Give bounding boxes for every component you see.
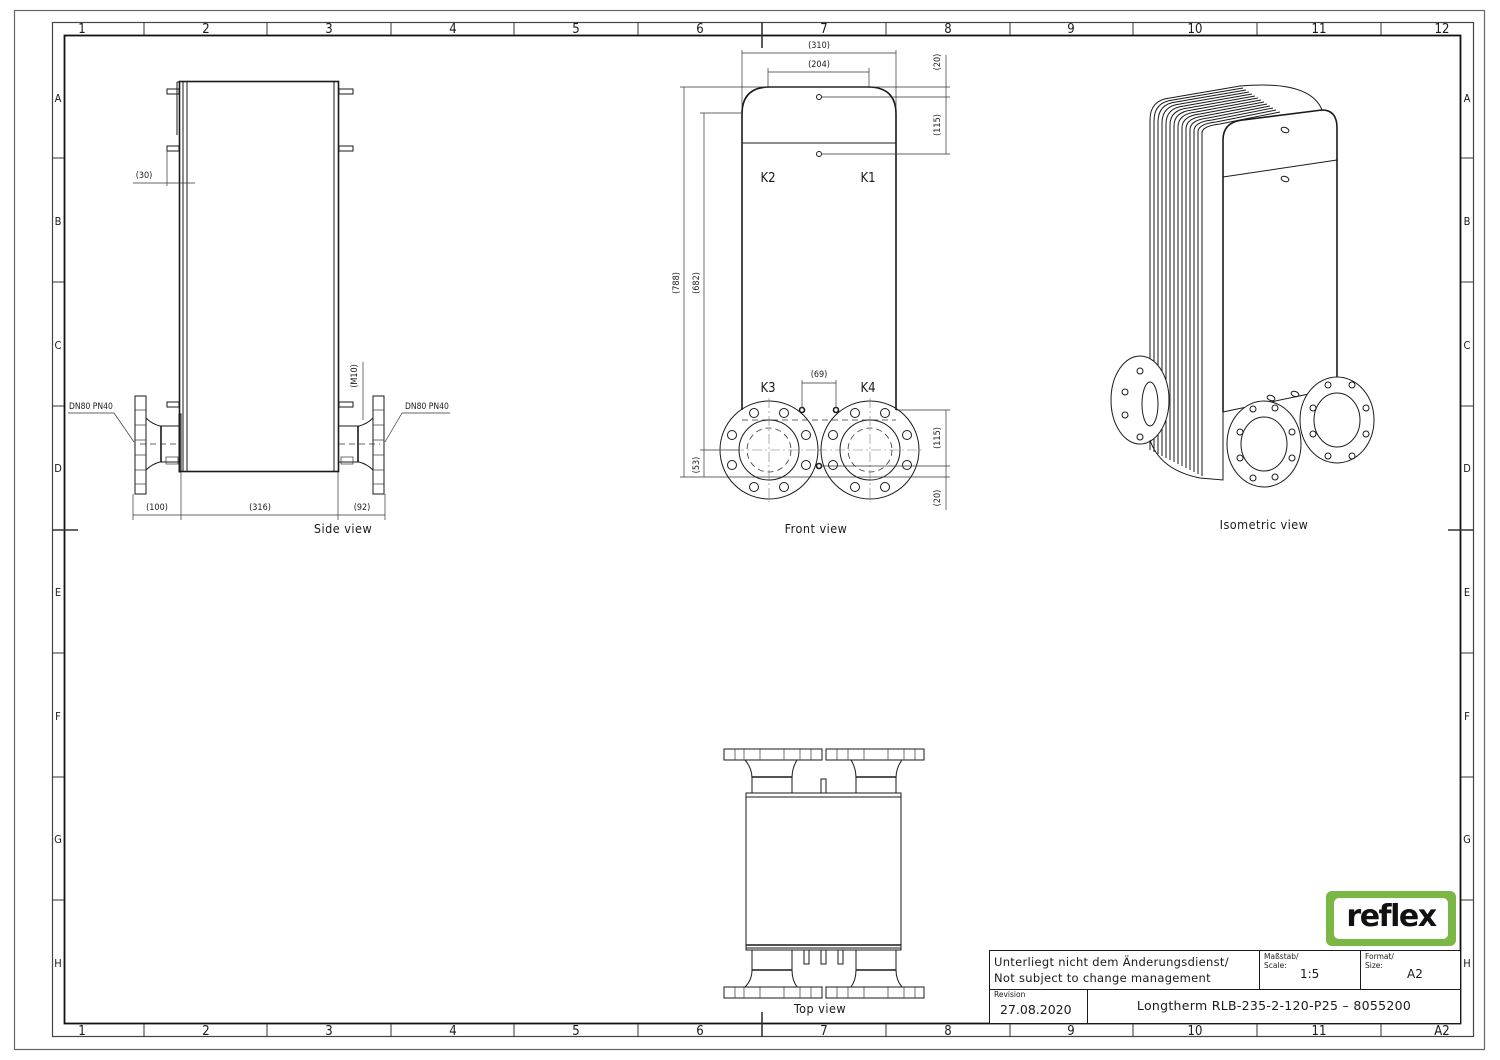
- svg-text:F: F: [55, 710, 61, 723]
- svg-text:6: 6: [696, 22, 703, 37]
- svg-text:(92): (92): [354, 503, 371, 513]
- svg-text:11: 11: [1312, 1024, 1327, 1039]
- logo-inner-panel: reflex: [1334, 898, 1448, 939]
- zone-labels-bottom: 1 2 3 4 5 6 7 8 9 10 11 A2: [78, 1024, 1449, 1039]
- svg-text:B: B: [1464, 215, 1471, 228]
- change-notice-de: Unterliegt nicht dem Änderungsdienst/: [994, 955, 1229, 969]
- zone-labels-right: A B C D E F G H: [1463, 92, 1471, 970]
- logo-text: reflex: [1346, 899, 1437, 934]
- size-value: A2: [1407, 967, 1423, 981]
- svg-text:6: 6: [696, 1024, 703, 1039]
- svg-text:DN80 PN40: DN80 PN40: [69, 402, 113, 412]
- revision-date: 27.08.2020: [1000, 1002, 1072, 1017]
- change-notice-en: Not subject to change management: [994, 971, 1211, 985]
- svg-text:7: 7: [820, 1024, 827, 1039]
- svg-text:(682): (682): [692, 272, 702, 294]
- change-notice: Unterliegt nicht dem Änderungsdienst/ No…: [990, 951, 1260, 989]
- svg-text:5: 5: [572, 22, 579, 37]
- svg-text:9: 9: [1067, 1024, 1074, 1039]
- svg-text:1: 1: [78, 22, 85, 37]
- svg-text:11: 11: [1312, 22, 1327, 37]
- svg-text:Top view: Top view: [793, 1001, 846, 1016]
- svg-text:F: F: [1464, 710, 1470, 723]
- svg-text:(788): (788): [672, 272, 682, 294]
- scale-value: 1:5: [1300, 967, 1320, 981]
- svg-text:G: G: [54, 833, 62, 846]
- svg-text:4: 4: [449, 22, 456, 37]
- sheet-outer-border: [13, 9, 1486, 1051]
- svg-text:10: 10: [1188, 22, 1203, 37]
- svg-text:K3: K3: [760, 381, 775, 396]
- svg-text:3: 3: [325, 1024, 332, 1039]
- zone-labels-left: A B C D E F G H: [54, 92, 62, 970]
- svg-text:(115): (115): [933, 427, 943, 449]
- product-name: Longtherm RLB-235-2-120-P25 – 8055200: [1136, 998, 1412, 1013]
- title-block-row-1: Unterliegt nicht dem Änderungsdienst/ No…: [990, 951, 1460, 990]
- svg-text:K4: K4: [860, 381, 875, 396]
- svg-text:(20): (20): [933, 54, 943, 71]
- svg-text:A2: A2: [1434, 1024, 1449, 1039]
- svg-text:(M10): (M10): [350, 364, 360, 388]
- svg-text:D: D: [54, 462, 62, 475]
- svg-text:(53): (53): [692, 457, 702, 474]
- svg-text:Isometric view: Isometric view: [1220, 517, 1309, 532]
- svg-text:E: E: [55, 586, 61, 599]
- svg-text:8: 8: [944, 1024, 951, 1039]
- top-view: Top view: [723, 748, 925, 1016]
- svg-text:8: 8: [944, 22, 951, 37]
- svg-text:(316): (316): [249, 503, 271, 513]
- svg-text:5: 5: [572, 1024, 579, 1039]
- scale-cell: Maßstab/ Scale: 1:5: [1260, 951, 1361, 989]
- svg-text:3: 3: [325, 22, 332, 37]
- svg-text:B: B: [55, 215, 62, 228]
- svg-text:2: 2: [202, 1024, 209, 1039]
- svg-text:K2: K2: [760, 171, 775, 186]
- title-block: Unterliegt nicht dem Änderungsdienst/ No…: [989, 950, 1461, 1024]
- svg-text:10: 10: [1188, 1024, 1203, 1039]
- svg-text:12: 12: [1435, 22, 1450, 37]
- svg-text:1: 1: [78, 1024, 85, 1039]
- size-caption: Format/ Size:: [1365, 952, 1394, 970]
- size-cell: Format/ Size: A2: [1361, 951, 1460, 989]
- svg-text:(100): (100): [146, 503, 168, 513]
- svg-text:(310): (310): [808, 41, 830, 51]
- svg-text:(204): (204): [808, 60, 830, 70]
- zone-labels-top: 1 2 3 4 5 6 7 8 9 10 11 12: [78, 22, 1449, 37]
- svg-text:E: E: [1464, 586, 1470, 599]
- revision-caption: Revision: [994, 990, 1026, 999]
- isometric-view: Isometric view: [1110, 84, 1375, 532]
- svg-text:A: A: [55, 92, 62, 105]
- title-block-row-2: Revision 27.08.2020 Longtherm RLB-235-2-…: [990, 989, 1460, 1023]
- svg-text:C: C: [1464, 339, 1471, 352]
- svg-text:Side view: Side view: [314, 521, 372, 536]
- svg-text:H: H: [1463, 957, 1470, 970]
- reflex-logo: reflex: [1326, 891, 1456, 946]
- svg-text:DN80 PN40: DN80 PN40: [405, 402, 449, 412]
- svg-text:C: C: [55, 339, 62, 352]
- svg-text:(69): (69): [811, 370, 828, 380]
- zone-row-dividers: [52, 157, 1474, 901]
- svg-text:2: 2: [202, 22, 209, 37]
- svg-text:D: D: [1463, 462, 1471, 475]
- zone-column-dividers: [143, 22, 1382, 1037]
- svg-text:G: G: [1463, 833, 1471, 846]
- svg-text:(30): (30): [136, 171, 153, 181]
- front-view: K2 K1 (310) (204) (20) (115) (788) (682)…: [672, 41, 950, 536]
- svg-text:(115): (115): [933, 114, 943, 136]
- svg-text:A: A: [1464, 92, 1471, 105]
- svg-text:H: H: [54, 957, 61, 970]
- revision-cell: Revision 27.08.2020: [990, 989, 1088, 1023]
- scale-caption: Maßstab/ Scale:: [1264, 952, 1299, 970]
- svg-text:4: 4: [449, 1024, 456, 1039]
- svg-text:7: 7: [820, 22, 827, 37]
- side-view: (30) (M10) DN80 PN40 DN80 PN40: [68, 80, 450, 536]
- svg-text:K1: K1: [860, 171, 875, 186]
- svg-text:(20): (20): [933, 490, 943, 507]
- svg-text:9: 9: [1067, 22, 1074, 37]
- svg-text:Front view: Front view: [785, 521, 848, 536]
